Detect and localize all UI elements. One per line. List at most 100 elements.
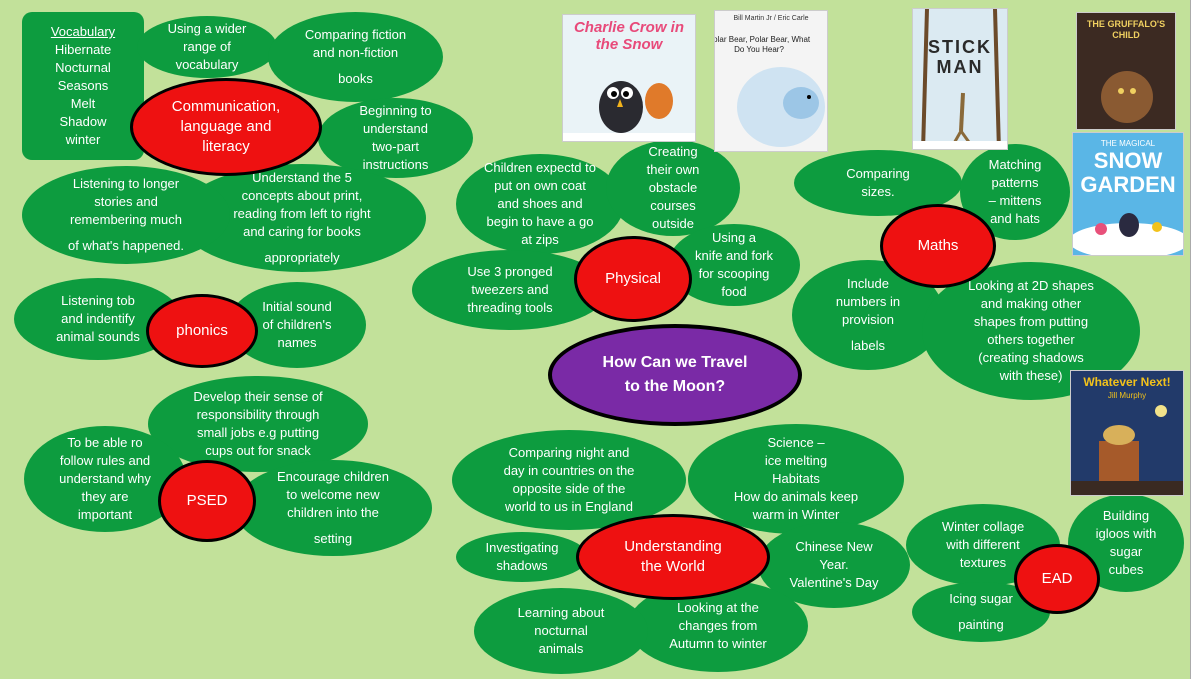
bubble-line: they are bbox=[81, 489, 129, 504]
bubble-line: Beginning to bbox=[359, 103, 432, 118]
bubble-line: understand why bbox=[59, 471, 151, 486]
vocabulary-box: Vocabulary Hibernate Nocturnal Seasons M… bbox=[22, 12, 144, 160]
hub-communication-language-literacy: Communication, language and literacy bbox=[130, 78, 322, 176]
hub-line: the World bbox=[641, 558, 705, 575]
bubble-line: and hats bbox=[990, 211, 1040, 226]
hub-ead: EAD bbox=[1014, 544, 1100, 614]
bubble-line: courses bbox=[650, 198, 696, 213]
bubble-line: small jobs e.g putting bbox=[196, 425, 320, 440]
bubble-coat: Children expectd to put on own coat and … bbox=[456, 154, 624, 254]
book-title-line: THE bbox=[1086, 19, 1105, 29]
bubble-line: obstacle bbox=[648, 180, 698, 195]
bubble-line: warm in Winter bbox=[752, 507, 840, 522]
book-title-line: What Do You Hear? bbox=[734, 35, 811, 54]
bubble-welcome: Encourage children to welcome new childr… bbox=[234, 460, 432, 556]
bubble-line: Building bbox=[1102, 508, 1150, 523]
bubble-line: Science – bbox=[767, 435, 825, 450]
book-title-line: Charlie Crow bbox=[573, 19, 667, 36]
bubble-line: with different bbox=[946, 537, 1020, 552]
bubble-line: setting bbox=[313, 531, 353, 546]
vocab-word: Nocturnal bbox=[55, 60, 111, 75]
bubble-line: world to us in England bbox=[505, 499, 633, 514]
bubble-rules: To be able ro follow rules and understan… bbox=[24, 426, 186, 532]
vocab-word: Melt bbox=[70, 96, 96, 111]
bubble-line: Matching bbox=[988, 157, 1042, 172]
book-title-line: THE MAGICAL bbox=[1100, 139, 1156, 148]
hub-line: language and bbox=[180, 118, 272, 135]
bubble-line: Use 3 pronged bbox=[467, 264, 553, 279]
bubble-line: – mittens bbox=[988, 193, 1042, 208]
book-cover-polar-bear: Bill Martin Jr / Eric Carle Polar Bear, … bbox=[714, 10, 828, 152]
bubble-line: to welcome new bbox=[286, 487, 380, 502]
bubble-line: two-part bbox=[372, 139, 419, 154]
book-author: Jill Murphy bbox=[1107, 391, 1147, 400]
bubble-line: names bbox=[277, 335, 317, 350]
bubble-line: Investigating bbox=[485, 540, 559, 555]
bubble-line: put on own coat bbox=[494, 178, 586, 193]
book-title: STICK MAN bbox=[928, 37, 992, 77]
bubble-line: Develop their sense of bbox=[193, 389, 323, 404]
bubble-line: follow rules and bbox=[59, 453, 151, 468]
vocab-word: Shadow bbox=[59, 114, 107, 129]
bubble-line: sugar bbox=[1109, 544, 1143, 559]
hub-line: Maths bbox=[917, 237, 959, 254]
book-title-line: GARDEN bbox=[1080, 172, 1176, 197]
vocab-word: Hibernate bbox=[54, 42, 112, 57]
bubble-line: Icing sugar bbox=[949, 591, 1013, 606]
bubble-line: and non-fiction bbox=[312, 45, 399, 60]
polar-bear-illustration bbox=[737, 67, 825, 147]
hub-understanding-the-world: Understanding the World bbox=[576, 514, 770, 600]
bubble-line: range of bbox=[183, 39, 231, 54]
bubble-line: numbers in bbox=[835, 294, 901, 309]
bubble-knife: Using a knife and fork for scooping food bbox=[668, 224, 800, 306]
hub-line: Communication, bbox=[171, 98, 281, 115]
bubble-fiction: Comparing fiction and non-fiction books bbox=[268, 12, 443, 102]
bubble-line: igloos with bbox=[1095, 526, 1157, 541]
bubble-line: ice melting bbox=[764, 453, 828, 468]
bubble-line: Initial sound bbox=[262, 299, 332, 314]
bubble-line: Chinese New bbox=[795, 539, 873, 554]
hub-line: EAD bbox=[1041, 570, 1073, 587]
bubble-line: Comparing bbox=[846, 166, 910, 181]
bubble-line: instructions bbox=[362, 157, 429, 172]
crow-illustration bbox=[563, 81, 695, 141]
bubble-line: labels bbox=[851, 338, 885, 353]
hub-psed: PSED bbox=[158, 460, 256, 542]
bubble-line: with these) bbox=[999, 368, 1063, 383]
bubble-line: threading tools bbox=[467, 300, 553, 315]
bubble-line: How do animals keep bbox=[733, 489, 859, 504]
bubble-line: animals bbox=[538, 641, 584, 656]
book-author: Bill Martin Jr / Eric Carle bbox=[733, 15, 809, 22]
bubble-line: cups out for snack bbox=[205, 443, 311, 458]
bubble-line: To be able ro bbox=[67, 435, 143, 450]
bubble-science: Science – ice melting Habitats How do an… bbox=[688, 424, 904, 534]
bubble-line: painting bbox=[958, 617, 1004, 632]
book-title-line: in the Snow bbox=[595, 19, 685, 53]
bubble-line: children into the bbox=[287, 505, 379, 520]
book-title-line: CHILD bbox=[1112, 30, 1140, 40]
bubble-line: of children's bbox=[262, 317, 332, 332]
book-cover-charlie-crow: Charlie Crow in the Snow bbox=[562, 14, 696, 142]
book-cover-gruffalos-child: THE GRUFFALO'S CHILD bbox=[1076, 12, 1176, 130]
bubble-line: important bbox=[77, 507, 133, 522]
book-title-line: SNOW bbox=[1093, 148, 1163, 173]
snow-garden-illustration bbox=[1073, 213, 1183, 255]
bubble-line: outside bbox=[652, 216, 694, 231]
bubble-line: changes from bbox=[678, 618, 758, 633]
book-title-line: Polar Bear, bbox=[749, 35, 790, 44]
bubble-line: begin to have a go bbox=[486, 214, 594, 229]
bubble-line: Using a wider bbox=[167, 21, 247, 36]
bubble-line: at zips bbox=[521, 232, 559, 247]
vocab-word: Seasons bbox=[57, 78, 109, 93]
bubble-line: Comparing night and bbox=[508, 445, 630, 460]
bubble-line: Comparing fiction bbox=[304, 27, 407, 42]
bubble-line: Listening tob bbox=[61, 293, 135, 308]
bubble-line: responsibility through bbox=[196, 407, 320, 422]
hub-maths: Maths bbox=[880, 204, 996, 288]
bubble-line: tweezers and bbox=[471, 282, 549, 297]
center-line: to the Moon? bbox=[624, 378, 726, 395]
bubble-line: day in countries on the bbox=[503, 463, 635, 478]
bubble-line: Understand the 5 bbox=[252, 170, 352, 185]
bubble-line: and making other bbox=[980, 296, 1082, 311]
